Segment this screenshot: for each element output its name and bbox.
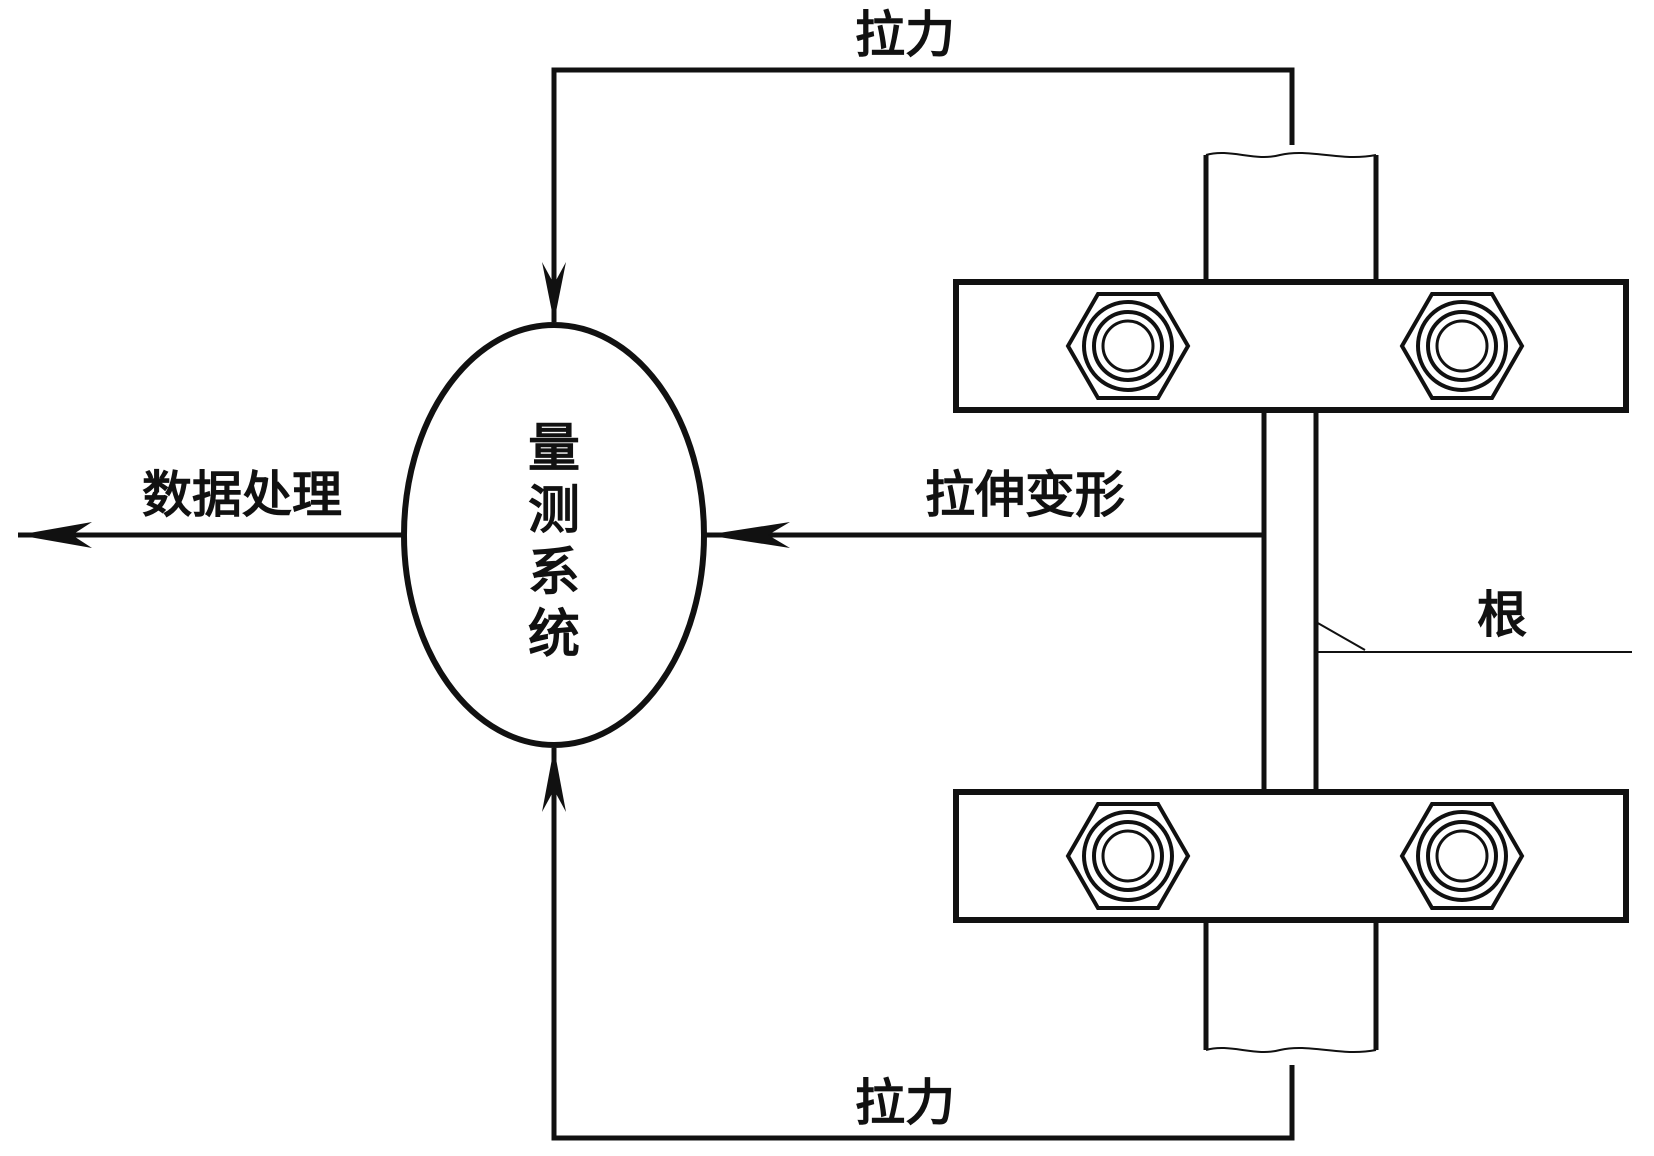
data-processing-arrow	[18, 522, 404, 548]
left-arrow-icon	[706, 522, 790, 548]
bottom-force-line	[542, 748, 1295, 1141]
lower-rod	[1203, 920, 1379, 1054]
top-force-line	[542, 67, 1295, 322]
upper-rod	[1203, 151, 1379, 282]
tensile-deformation-arrow	[706, 522, 1262, 548]
specimen-label: 根	[1477, 586, 1527, 644]
left-arrow-icon	[18, 522, 92, 548]
system-char-3: 系	[528, 543, 580, 603]
upper-clamp	[953, 279, 1629, 413]
data-processing-label: 数据处理	[142, 466, 342, 524]
system-char-2: 测	[528, 481, 580, 541]
top-force-label: 拉力	[855, 6, 955, 64]
bottom-force-label: 拉力	[855, 1074, 955, 1132]
down-arrow-icon	[542, 262, 566, 322]
specimen-strip	[1261, 410, 1319, 792]
system-char-4: 统	[528, 605, 580, 665]
specimen-leader	[1315, 621, 1632, 653]
measurement-system-label: 量 测 系 统	[528, 419, 580, 665]
up-arrow-icon	[542, 748, 566, 812]
lower-clamp	[953, 789, 1629, 923]
tensile-deformation-label: 拉伸变形	[925, 466, 1125, 524]
system-char-1: 量	[528, 419, 580, 479]
